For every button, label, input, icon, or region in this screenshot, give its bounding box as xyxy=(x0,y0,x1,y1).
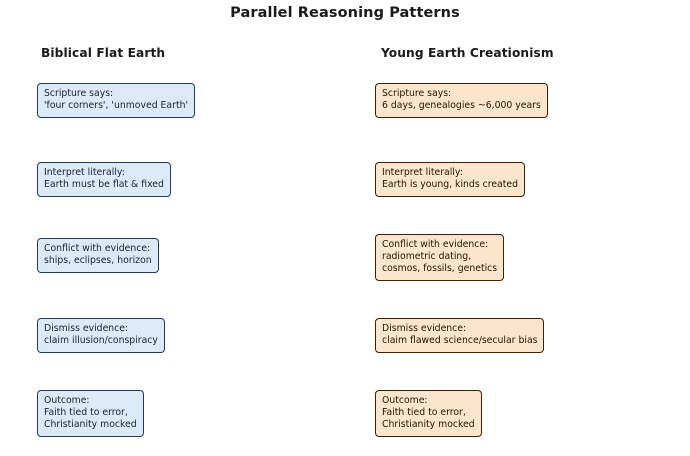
node-scripture-left: Scripture says: 'four corners', 'unmoved… xyxy=(37,83,196,119)
node-dismiss-right: Dismiss evidence: claim flawed science/s… xyxy=(375,318,545,354)
node-dismiss-left: Dismiss evidence: claim illusion/conspir… xyxy=(37,318,165,354)
node-outcome-left: Outcome: Faith tied to error, Christiani… xyxy=(37,390,144,438)
figure-title: Parallel Reasoning Patterns xyxy=(230,5,460,21)
node-interpret-right: Interpret literally: Earth is young, kin… xyxy=(375,162,526,198)
node-conflict-left: Conflict with evidence: ships, eclipses,… xyxy=(37,238,159,274)
node-outcome-right: Outcome: Faith tied to error, Christiani… xyxy=(375,390,482,438)
column-header-young-earth-creationism: Young Earth Creationism xyxy=(381,46,554,60)
node-conflict-right: Conflict with evidence: radiometric dati… xyxy=(375,234,505,282)
column-header-biblical-flat-earth: Biblical Flat Earth xyxy=(41,46,166,60)
node-interpret-left: Interpret literally: Earth must be flat … xyxy=(37,162,171,198)
node-scripture-right: Scripture says: 6 days, genealogies ~6,0… xyxy=(375,83,548,119)
